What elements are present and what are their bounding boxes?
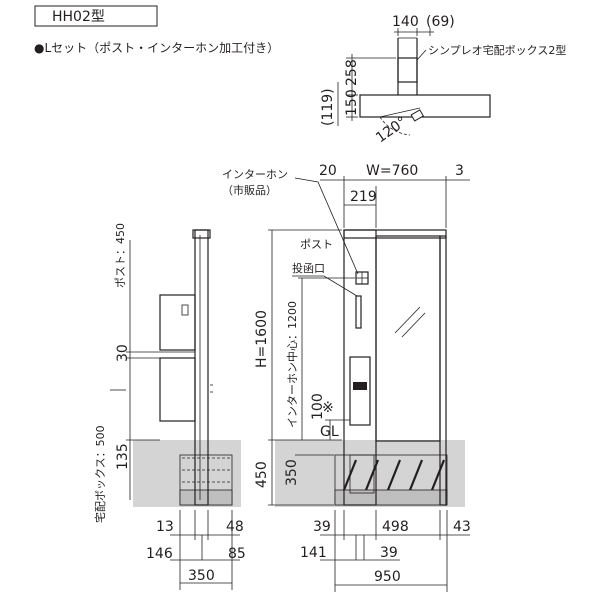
model-label: HH02型	[52, 9, 105, 25]
plan-angle-120: 120°	[373, 114, 410, 146]
front-dim-498: 498	[382, 519, 409, 535]
ground-level-label: GL	[320, 424, 339, 440]
model-badge	[34, 5, 158, 27]
side-dim-350: 350	[188, 568, 215, 584]
plan-box-label: シンプレオ宅配ボックス2型	[428, 43, 566, 57]
side-dim-48: 48	[226, 519, 244, 535]
front-dim-43: 43	[453, 519, 471, 535]
side-view: ポスト：450 30 宅配ボックス：500 135 13 48 146 85 3…	[93, 223, 246, 590]
front-glass-panel	[375, 235, 441, 442]
side-dim-135: 135	[115, 443, 131, 470]
front-dim-3: 3	[455, 163, 464, 179]
parcel-lock-icon	[353, 382, 367, 390]
note-mark: ※	[322, 400, 334, 416]
front-dim-39-left: 39	[313, 519, 331, 535]
plan-dim-69: (69)	[426, 14, 455, 30]
plan-dim-258: 258	[344, 59, 360, 86]
slot-label: 投函口	[292, 261, 325, 275]
side-dim-146: 146	[146, 546, 173, 562]
front-height: H=1600	[254, 310, 270, 368]
side-post-height: ポスト：450	[114, 223, 127, 288]
side-box-height: 宅配ボックス：500	[93, 425, 107, 523]
front-dim-219: 219	[350, 189, 377, 205]
mail-slot	[355, 295, 362, 329]
front-dim-950: 950	[374, 569, 401, 585]
plan-dim-119: (119)	[320, 88, 336, 126]
front-dim-20: 20	[319, 163, 337, 179]
plan-dim-150: 150	[344, 89, 360, 116]
front-dim-141: 141	[300, 545, 327, 561]
plan-view: 140 (69) シンプレオ宅配ボックス2型 258 150 (119) 120…	[320, 14, 566, 146]
side-dim-13: 13	[156, 519, 174, 535]
intercom-label: インターホン	[222, 168, 288, 181]
set-title: ●Lセット（ポスト・インターホン加工付き）	[34, 41, 279, 55]
intercom-sub-label: （市販品）	[222, 183, 277, 197]
intercom-center-height: インターホン中心：1200	[286, 301, 299, 428]
front-dim-100: 100	[310, 393, 326, 420]
front-width: W=760	[366, 163, 418, 179]
front-dim-450: 450	[254, 461, 270, 488]
plan-dim-140: 140	[392, 14, 419, 30]
side-parcel-box	[159, 357, 196, 422]
door-icon	[410, 109, 425, 122]
post-plan-outline	[397, 57, 418, 83]
header: HH02型 ●Lセット（ポスト・インターホン加工付き）	[34, 5, 279, 55]
box-plan-outline	[359, 94, 491, 118]
parcel-panel	[349, 356, 371, 426]
side-dim-30: 30	[115, 344, 131, 362]
post-label: ポスト	[300, 238, 333, 251]
side-dim-85: 85	[228, 546, 246, 562]
side-mailbox	[159, 294, 196, 351]
front-dim-39-right: 39	[380, 545, 398, 561]
front-view: インターホン （市販品） ポスト 投函口 20 W=760 3 219 H=16…	[222, 163, 471, 592]
front-dim-350: 350	[284, 459, 300, 486]
